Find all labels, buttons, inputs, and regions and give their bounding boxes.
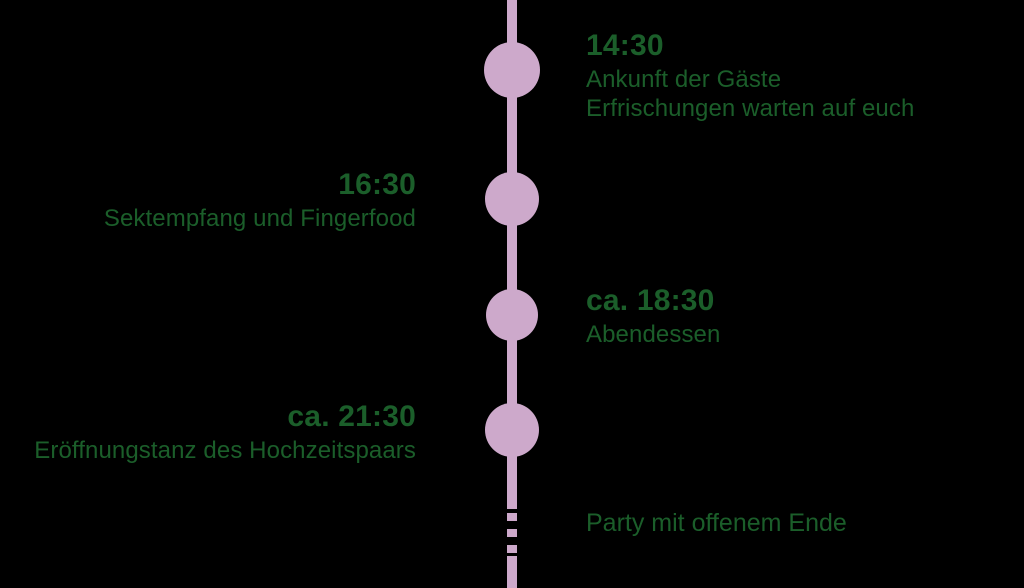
timeline-entry-description-line: Ankunft der Gäste (586, 65, 782, 93)
timeline-node-marker (485, 172, 539, 226)
timeline-entry-description-line: Erfrischungen warten auf euch (586, 94, 915, 122)
timeline-entry-time: 14:30 (586, 29, 664, 62)
timeline-spine-segment-1-2 (507, 94, 517, 176)
timeline-spine-segment-top (507, 0, 517, 46)
timeline-spine-segment-2-3 (507, 222, 517, 292)
timeline-entry-time: ca. 21:30 (287, 400, 416, 433)
timeline-node-marker (485, 403, 539, 457)
timeline-spine-dash (507, 529, 517, 537)
timeline-entry-time: ca. 18:30 (586, 284, 715, 317)
timeline-node-marker (486, 289, 538, 341)
timeline-spine-dash (507, 545, 517, 553)
timeline-entry-description-line: Sektempfang und Fingerfood (103, 204, 416, 232)
timeline-spine-segment-3-4 (507, 338, 517, 407)
timeline-entry: ca. 18:30 Abendessen (586, 283, 720, 349)
timeline-entry-description-line: Abendessen (586, 320, 721, 348)
timeline-spine-segment-4-end (507, 453, 517, 509)
timeline-entry: ca. 21:30 Eröffnungstanz des Hochzeitspa… (34, 399, 416, 465)
timeline-entry: 16:30 Sektempfang und Fingerfood (104, 167, 416, 233)
timeline-entry-description-line: Eröffnungstanz des Hochzeitspaars (34, 436, 416, 464)
timeline-entry-time: 16:30 (338, 168, 416, 201)
timeline-spine-dash (507, 513, 517, 521)
timeline-entry-open-end: Party mit offenem Ende (586, 509, 847, 537)
timeline-entry: 14:30 Ankunft der Gäste Erfrischungen wa… (586, 28, 914, 123)
timeline-node-marker (484, 42, 540, 98)
timeline-spine-segment-bottom (507, 556, 517, 588)
